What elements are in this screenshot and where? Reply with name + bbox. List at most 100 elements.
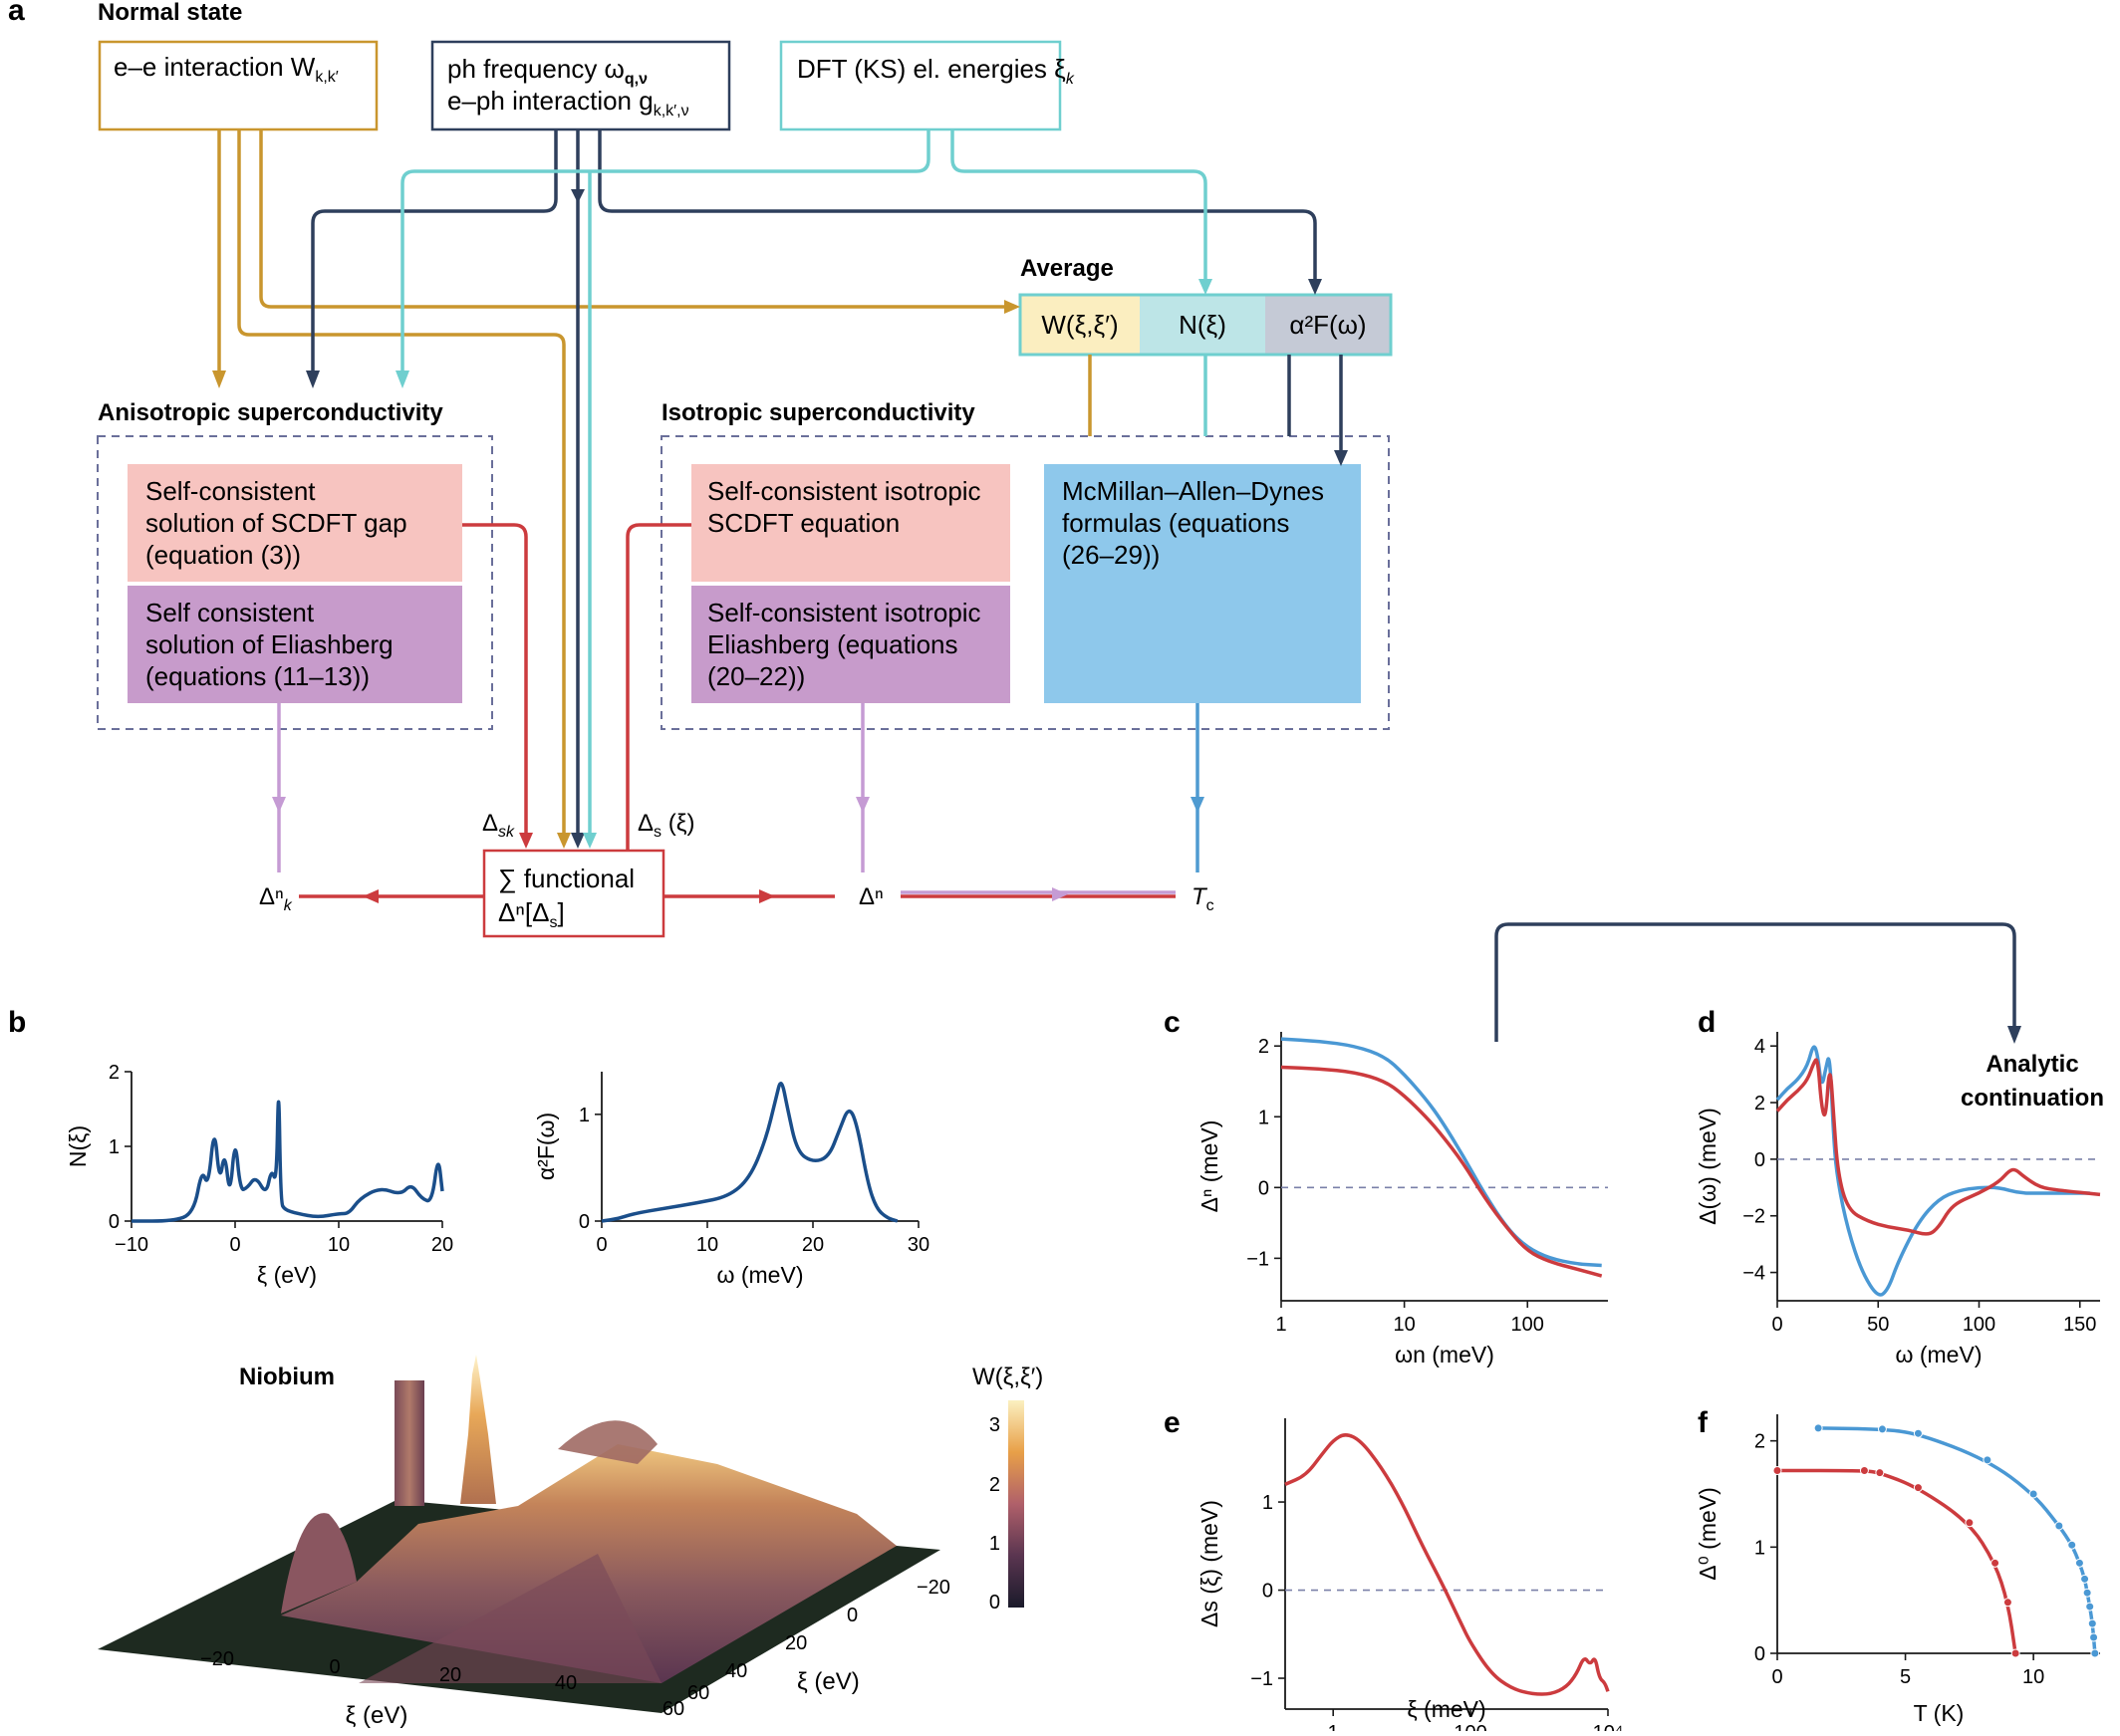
- x-axis-label: ξ (meV): [1407, 1696, 1485, 1722]
- input-ph-line2: e–ph interaction g: [447, 86, 654, 116]
- iso-container: [661, 435, 1390, 730]
- data-point: [1965, 1518, 1975, 1528]
- aniso-container: [97, 435, 493, 730]
- delta-s-xi-end: (ξ): [662, 810, 694, 837]
- y-tick-label: 2: [1754, 1431, 1765, 1453]
- y-tick-label: −2: [1742, 1206, 1765, 1228]
- input-dft-box: [779, 40, 1062, 131]
- data-point: [1877, 1424, 1887, 1434]
- data-point: [1859, 1466, 1869, 1476]
- y-axis-label: Δ⁰ (meV): [1695, 1487, 1721, 1581]
- x-tick-label: 1: [1275, 1314, 1286, 1336]
- series-line-blue: [1818, 1426, 2097, 1654]
- y-tick-label: −1: [1246, 1248, 1269, 1270]
- iso-eliash-box: [691, 586, 1010, 703]
- y-tick-label: 0: [1258, 1177, 1269, 1199]
- mcmillan-line-0: McMillan–Allen–Dynes: [1062, 476, 1324, 506]
- y-tick-label: 2: [1754, 1093, 1765, 1115]
- surf-side-tick-0: −20: [917, 1577, 950, 1599]
- surface-plot: Niobium W(ξ,ξ′) 0 1 2 3 −20 0 20 40 60 ξ…: [98, 1355, 1043, 1729]
- series-line-navy: [601, 1082, 899, 1223]
- y-axis-label: Δs (ξ) (meV): [1196, 1500, 1222, 1627]
- input-ph-line2-sub: k,k′,ν: [654, 103, 689, 120]
- avg-a2f-cell: [1265, 295, 1391, 355]
- svg-text:e–e interaction Wk,k′: e–e interaction Wk,k′: [114, 52, 339, 86]
- avg-n-cell: [1140, 295, 1265, 355]
- svg-text:DFT (KS) el. energies ξk: DFT (KS) el. energies ξk: [797, 54, 1075, 88]
- svg-text:Δⁿk: Δⁿk: [259, 883, 293, 914]
- surf-side-tick-4: 60: [687, 1682, 709, 1704]
- x-tick-label: 0: [1771, 1666, 1782, 1688]
- aniso-eliash-box: [128, 586, 462, 703]
- x-axis-label: ξ (eV): [257, 1262, 317, 1288]
- data-point: [2080, 1574, 2090, 1584]
- delta-n: Δⁿ: [859, 883, 884, 910]
- data-point: [2085, 1602, 2095, 1612]
- surface-ridge: [359, 1554, 662, 1683]
- colorbar-tick-0: 0: [989, 1592, 1000, 1613]
- iso-eliash-line-1: Eliashberg (equations: [707, 629, 958, 659]
- chart-scdft-gap: 10−1110010⁴ξ (meV)Δs (ξ) (meV): [1196, 1418, 1623, 1736]
- panel-a: a Normal state e–e interaction Wk,k′ ph …: [8, 0, 2021, 1044]
- data-point: [2089, 1632, 2099, 1642]
- delta-sk: Δ: [482, 810, 498, 837]
- avg-a2f-label: α²F(ω): [1289, 310, 1366, 340]
- input-ee-box: [98, 40, 379, 131]
- mcmillan-box: [1044, 464, 1361, 703]
- x-axis-label: ω (meV): [717, 1262, 804, 1288]
- tc-sub: c: [1206, 897, 1214, 914]
- functional-line1: ∑ functional: [498, 864, 635, 893]
- iso-eliash-line-2: (20–22)): [707, 661, 805, 691]
- series-line-red: [1280, 1065, 1603, 1278]
- x-tick-label: 10: [1393, 1314, 1415, 1336]
- surface-left-bump: [281, 1513, 357, 1613]
- x-tick-label: 30: [908, 1234, 929, 1256]
- input-ph-line1-sub: q,ν: [625, 71, 648, 88]
- y-tick-label: 0: [109, 1211, 120, 1233]
- avg-w-cell: [1020, 295, 1140, 355]
- panel-d-label: d: [1698, 1006, 1716, 1039]
- x-tick-label: 50: [1867, 1314, 1889, 1336]
- data-point: [2090, 1648, 2100, 1658]
- gold-line-average: [259, 129, 1008, 309]
- x-tick-label: 5: [1900, 1666, 1911, 1688]
- red-line-iso: [626, 523, 691, 855]
- iso-title: Isotropic superconductivity: [662, 399, 975, 426]
- navy-line-a2f: [598, 129, 1317, 283]
- aniso-eliash-line-0: Self consistent: [145, 598, 315, 627]
- y-tick-label: 1: [1262, 1492, 1273, 1514]
- y-tick-label: 1: [579, 1105, 590, 1126]
- series-line-red: [1777, 1468, 2017, 1654]
- svg-text:Δs (ξ): Δs (ξ): [638, 810, 694, 841]
- connector-to-d: [1494, 922, 2016, 1042]
- colorbar-tick-2: 2: [989, 1474, 1000, 1496]
- average-title: Average: [1020, 255, 1114, 282]
- x-axis-label: ω (meV): [1896, 1342, 1983, 1367]
- arrowheads: [212, 189, 1348, 903]
- surf-front-tick-0: −20: [200, 1648, 234, 1670]
- colorbar-tick-3: 3: [989, 1414, 1000, 1436]
- y-tick-label: 1: [1754, 1537, 1765, 1559]
- normal-state-title: Normal state: [98, 0, 242, 26]
- data-point: [1913, 1483, 1923, 1493]
- functional-box: [482, 849, 665, 938]
- mcmillan-line-2: (26–29)): [1062, 540, 1160, 570]
- x-tick-label: 10: [328, 1234, 350, 1256]
- data-point: [2074, 1558, 2084, 1568]
- data-point: [2067, 1540, 2077, 1550]
- surface-hill: [558, 1420, 658, 1464]
- panel-b-label: b: [8, 1006, 26, 1039]
- x-tick-label: 100: [1454, 1722, 1486, 1731]
- functional-line2: Δⁿ[Δ: [498, 897, 549, 927]
- avg-n-label: N(ξ): [1179, 310, 1226, 340]
- x-tick-label: 20: [431, 1234, 453, 1256]
- y-axis-label: N(ξ): [65, 1125, 91, 1167]
- data-point: [1813, 1423, 1823, 1433]
- x-axis-label: ωn (meV): [1395, 1342, 1494, 1367]
- data-point: [2087, 1618, 2097, 1628]
- svg-text:e–ph interaction gk,k′,ν: e–ph interaction gk,k′,ν: [447, 86, 689, 120]
- surf-side-axis-label: ξ (eV): [797, 1668, 860, 1695]
- data-point: [1983, 1455, 1992, 1465]
